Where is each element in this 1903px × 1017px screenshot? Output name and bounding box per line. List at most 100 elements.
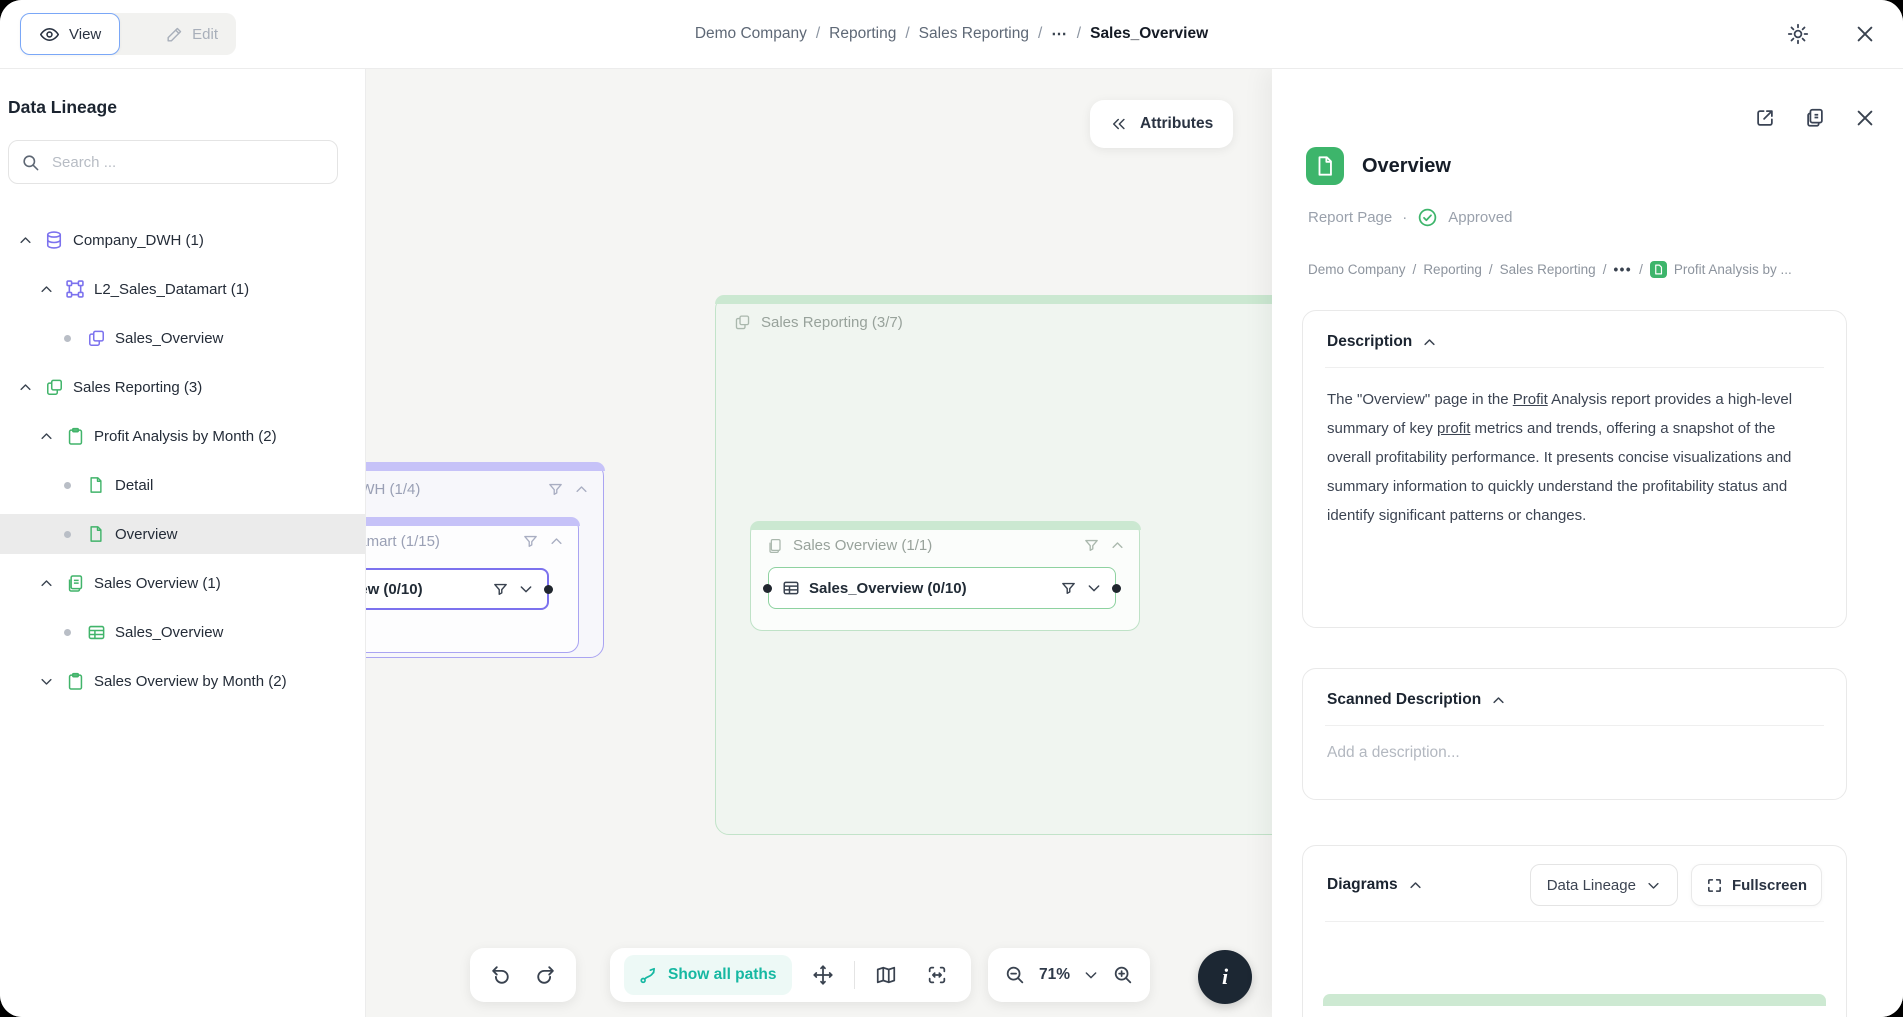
pan-mode-button[interactable] [803, 955, 843, 995]
diagram-preview[interactable] [1323, 930, 1826, 1017]
breadcrumb-separator: / [1076, 25, 1082, 42]
chevron-down-icon[interactable] [1086, 580, 1102, 596]
filter-icon[interactable] [1060, 580, 1077, 597]
breadcrumb-ellipsis[interactable]: ⋯ [1051, 25, 1068, 43]
sidebar-item-sales-overview-datamart[interactable]: Sales_Overview [0, 318, 365, 358]
attributes-button-label: Attributes [1140, 115, 1214, 132]
diagrams-title: Diagrams [1327, 876, 1398, 893]
zoom-in-icon [1112, 964, 1134, 986]
chevron-down-icon[interactable] [37, 672, 55, 690]
search-input[interactable] [50, 152, 325, 172]
sidebar-item-sales-overview-report[interactable]: Sales Overview (1) [0, 563, 365, 603]
chevron-up-icon[interactable] [1110, 538, 1125, 553]
tree-item-label: Company_DWH (1) [73, 231, 204, 249]
view-button[interactable]: View [20, 13, 121, 55]
undo-button[interactable] [480, 955, 520, 995]
chevron-up-icon[interactable] [37, 574, 55, 592]
close-panel-button[interactable] [1854, 107, 1876, 129]
sidebar-item-company-dwh[interactable]: Company_DWH (1) [0, 220, 365, 260]
breadcrumb-separator: / [815, 25, 821, 42]
description-link[interactable]: profit [1437, 420, 1471, 437]
breadcrumb-last[interactable]: Profit Analysis by ... [1673, 262, 1792, 277]
settings-button[interactable] [1786, 22, 1810, 46]
close-window-button[interactable] [1854, 23, 1876, 45]
filter-icon[interactable] [547, 481, 564, 498]
zoom-out-button[interactable] [1004, 964, 1026, 986]
zoom-preset-dropdown[interactable] [1083, 967, 1099, 983]
breadcrumb-separator: / [1412, 262, 1417, 277]
connection-dot[interactable] [544, 584, 553, 594]
fullscreen-icon [1706, 877, 1723, 894]
chevron-down-icon [1083, 967, 1099, 983]
filter-icon[interactable] [1083, 537, 1100, 554]
diagram-type-select[interactable]: Data Lineage [1529, 864, 1678, 906]
connection-dot[interactable] [1112, 583, 1121, 593]
filter-icon[interactable] [522, 533, 539, 550]
breadcrumb-item[interactable]: Demo Company [694, 25, 807, 42]
breadcrumb-item[interactable]: Reporting [1423, 262, 1482, 277]
node-sales-overview-target[interactable]: Sales_Overview (0/10) [763, 567, 1121, 609]
sidebar-item-sales-overview-by-month[interactable]: Sales Overview by Month (2) [0, 661, 365, 701]
minimap-button[interactable] [866, 955, 906, 995]
sidebar-item-detail[interactable]: Detail [0, 465, 365, 505]
chevron-up-icon[interactable] [16, 231, 34, 249]
divider [1325, 921, 1824, 922]
sidebar-item-sales-overview-table[interactable]: Sales_Overview [0, 612, 365, 652]
redo-button[interactable] [526, 955, 566, 995]
chevron-up-icon[interactable] [1491, 693, 1506, 708]
breadcrumb-separator: / [1602, 262, 1607, 277]
group-label: L2_Sales_Datamart (1/15) [366, 533, 440, 550]
table-icon [86, 622, 106, 642]
breadcrumb-item[interactable]: Sales Reporting [1499, 262, 1596, 277]
show-all-paths-button[interactable]: Show all paths [624, 955, 792, 995]
chevron-up-icon[interactable] [1408, 878, 1423, 893]
copy-document-button[interactable] [1804, 107, 1826, 129]
sidebar-item-profit-analysis[interactable]: Profit Analysis by Month (2) [0, 416, 365, 456]
undo-redo-toolbar [470, 948, 576, 1002]
status-badge: Approved [1448, 209, 1513, 226]
bullet-dot [58, 329, 76, 347]
breadcrumb-item[interactable]: Demo Company [1308, 262, 1406, 277]
copy-icon [86, 328, 106, 348]
edit-button[interactable]: Edit [100, 13, 236, 55]
attributes-toggle-button[interactable]: Attributes [1090, 100, 1234, 148]
scanned-description-placeholder[interactable]: Add a description... [1327, 744, 1460, 761]
scanned-description-card: Scanned Description Add a description... [1302, 668, 1847, 800]
breadcrumb-item[interactable]: Sales Reporting [918, 25, 1029, 42]
close-icon [1854, 107, 1876, 129]
sidebar-item-sales-reporting[interactable]: Sales Reporting (3) [0, 367, 365, 407]
breadcrumb-item[interactable]: Reporting [829, 25, 897, 42]
fit-width-button[interactable] [917, 955, 957, 995]
view-button-label: View [69, 25, 102, 43]
filter-icon[interactable] [492, 581, 509, 598]
chevron-up-icon[interactable] [549, 534, 564, 549]
zoom-in-button[interactable] [1112, 964, 1134, 986]
chevron-up-icon[interactable] [37, 427, 55, 445]
chevron-up-icon[interactable] [1422, 335, 1437, 350]
breadcrumb-ellipsis[interactable]: ••• [1613, 262, 1633, 277]
object-type-label: Report Page [1308, 209, 1393, 226]
panel-breadcrumb: Demo Company / Reporting / Sales Reporti… [1308, 261, 1792, 278]
info-button[interactable]: i [1198, 950, 1252, 1004]
sidebar-item-l2-sales-datamart[interactable]: L2_Sales_Datamart (1) [0, 269, 365, 309]
node-sales-overview-source[interactable]: Sales_Overview (0/10) [366, 568, 553, 610]
gear-icon [1786, 22, 1810, 46]
clipboard-icon [65, 671, 85, 691]
open-in-new-button[interactable] [1754, 107, 1776, 129]
description-link[interactable]: Profit [1512, 391, 1548, 408]
redo-icon [535, 964, 557, 986]
show-all-paths-label: Show all paths [668, 966, 777, 983]
group-label: Company_DWH (1/4) [366, 481, 421, 498]
chevron-down-icon[interactable] [518, 581, 534, 597]
zoom-level: 71% [1039, 966, 1071, 983]
sidebar-item-overview[interactable]: Overview [0, 514, 365, 554]
chevron-up-icon[interactable] [37, 280, 55, 298]
connection-dot[interactable] [763, 583, 772, 593]
tree-item-label: Sales Reporting (3) [73, 378, 203, 396]
search-box[interactable] [8, 140, 338, 184]
node-label: Sales_Overview (0/10) [809, 579, 967, 597]
fullscreen-button[interactable]: Fullscreen [1690, 864, 1822, 906]
divider [1325, 725, 1824, 726]
chevron-up-icon[interactable] [16, 378, 34, 396]
chevron-up-icon[interactable] [574, 482, 589, 497]
